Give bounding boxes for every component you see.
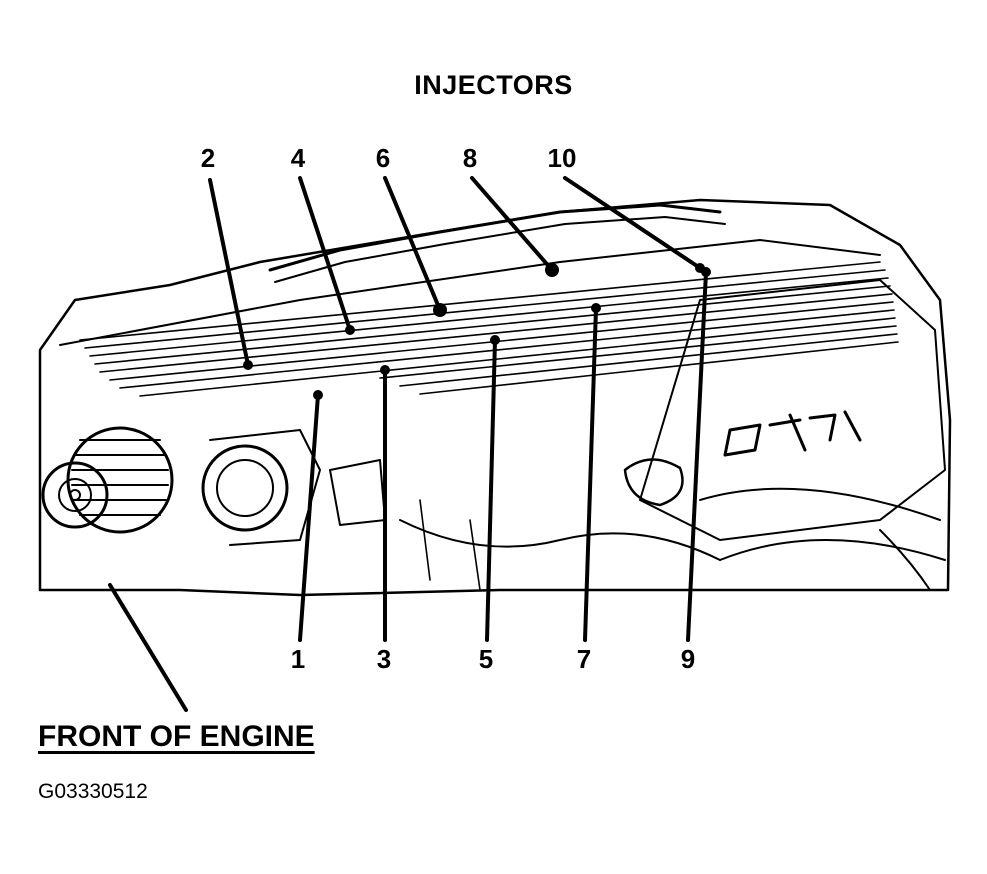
callout-3: 3 <box>376 644 392 674</box>
leader-line-5 <box>485 338 497 642</box>
leader-line-7 <box>583 306 598 642</box>
leader-line-9 <box>686 270 708 642</box>
alternator <box>66 426 174 534</box>
leader-line-2 <box>208 178 250 367</box>
leader-line-6 <box>383 176 442 312</box>
leader-line-8 <box>470 176 554 272</box>
front-pointer <box>108 583 188 712</box>
injector-7 <box>591 303 601 313</box>
callout-10: 10 <box>547 143 577 173</box>
throttle-body <box>201 444 289 532</box>
injector-5 <box>490 335 500 345</box>
leader-line-10 <box>563 176 702 270</box>
leader-line-4 <box>298 176 352 332</box>
injector-2 <box>243 360 253 370</box>
leader-lines <box>108 176 708 712</box>
callout-4: 4 <box>290 143 306 173</box>
pulley <box>41 461 109 529</box>
injector-6 <box>433 303 447 317</box>
callout-1: 1 <box>290 644 306 674</box>
crest-badge <box>623 458 684 507</box>
fuel-rail <box>268 203 722 272</box>
injector-1 <box>313 390 323 400</box>
figure-id: G03330512 <box>38 780 148 803</box>
plenum-ribs <box>79 261 899 397</box>
callout-8: 8 <box>462 143 478 173</box>
callout-9: 9 <box>680 644 696 674</box>
injector-9 <box>701 267 711 277</box>
callout-6: 6 <box>375 143 391 173</box>
injector-8 <box>545 263 559 277</box>
front-of-engine-label: FRONT OF ENGINE <box>38 720 315 753</box>
callout-7: 7 <box>576 644 592 674</box>
injector-markers <box>243 263 711 400</box>
intake-manifold-outline <box>38 198 952 597</box>
injector-4 <box>345 325 355 335</box>
callout-2: 2 <box>200 143 216 173</box>
valve-cover <box>639 279 946 541</box>
diagram-title: INJECTORS <box>414 70 573 100</box>
injector-3 <box>380 365 390 375</box>
leader-line-1 <box>298 393 320 642</box>
plenum-top <box>59 239 881 346</box>
callout-5: 5 <box>478 644 494 674</box>
